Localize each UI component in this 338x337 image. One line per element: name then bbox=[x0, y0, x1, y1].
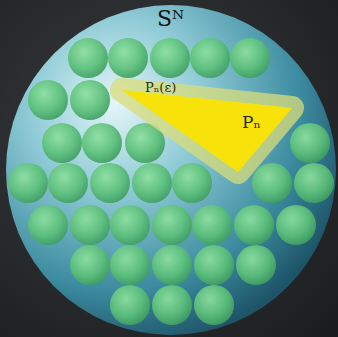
packed-ball bbox=[252, 163, 292, 203]
packed-ball bbox=[132, 163, 172, 203]
packed-ball bbox=[152, 285, 192, 325]
packed-ball bbox=[290, 123, 330, 163]
packed-ball bbox=[108, 38, 148, 78]
sphere-region: SᴺPₙ(ε) Pₙ bbox=[6, 5, 336, 335]
packed-ball bbox=[8, 163, 48, 203]
packed-ball bbox=[70, 205, 110, 245]
packed-ball bbox=[276, 205, 316, 245]
region-label: Sᴺ bbox=[157, 7, 184, 31]
band-polygon bbox=[122, 90, 292, 172]
packed-ball bbox=[70, 80, 110, 120]
triangle-shape bbox=[120, 88, 294, 174]
packed-ball bbox=[152, 245, 192, 285]
sphere-shape bbox=[6, 5, 336, 335]
packed-ball bbox=[110, 285, 150, 325]
packed-ball bbox=[234, 205, 274, 245]
packed-ball bbox=[192, 205, 232, 245]
region-label: Pₙ bbox=[242, 113, 261, 132]
sphere-disc bbox=[6, 5, 336, 335]
packed-ball bbox=[194, 245, 234, 285]
triangle-polygon bbox=[122, 90, 292, 172]
packed-ball bbox=[48, 163, 88, 203]
packed-ball bbox=[110, 245, 150, 285]
packed-ball bbox=[230, 38, 270, 78]
packed-ball bbox=[70, 245, 110, 285]
packed-ball bbox=[194, 285, 234, 325]
packed-ball bbox=[28, 205, 68, 245]
packed-ball bbox=[294, 163, 334, 203]
packed-ball bbox=[172, 163, 212, 203]
packed-ball bbox=[68, 38, 108, 78]
packed-ball bbox=[82, 123, 122, 163]
packed-ball bbox=[150, 38, 190, 78]
packed-ball bbox=[90, 163, 130, 203]
region-label: Pₙ(ε) bbox=[145, 81, 176, 95]
packed-ball bbox=[28, 80, 68, 120]
packed-ball bbox=[42, 123, 82, 163]
packed-ball bbox=[152, 205, 192, 245]
packed-ball bbox=[236, 245, 276, 285]
polytope-region: Pₙ bbox=[120, 88, 294, 174]
packed-ball bbox=[190, 38, 230, 78]
packed-ball bbox=[110, 205, 150, 245]
neighbourhood-band: Pₙ(ε) Pₙ bbox=[105, 78, 310, 190]
